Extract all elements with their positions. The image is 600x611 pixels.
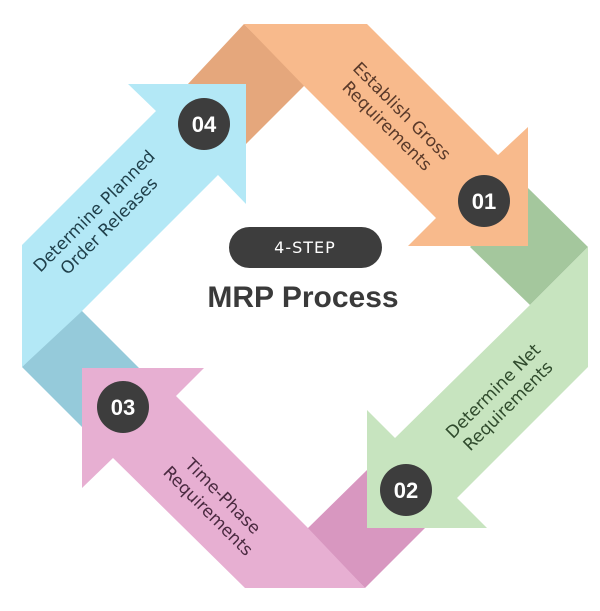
step-count-text: 4-STEP (274, 238, 336, 257)
step-count-badge: 4-STEP (229, 227, 382, 268)
step-4-number: 04 (192, 112, 217, 137)
step-3-arrow (82, 368, 365, 588)
step-4-number-badge: 04 (178, 98, 230, 150)
step-2-number: 02 (394, 478, 418, 503)
page-title: MRP Process (207, 281, 398, 314)
step-2-number-badge: 02 (380, 464, 432, 516)
step-1-number-badge: 01 (458, 175, 510, 227)
step-1-number: 01 (472, 189, 496, 214)
step-3-number: 03 (111, 395, 135, 420)
step-2-arrow (367, 247, 588, 528)
step-4-arrow (22, 84, 246, 367)
step-1-arrow (244, 24, 528, 246)
step-3-number-badge: 03 (97, 381, 149, 433)
